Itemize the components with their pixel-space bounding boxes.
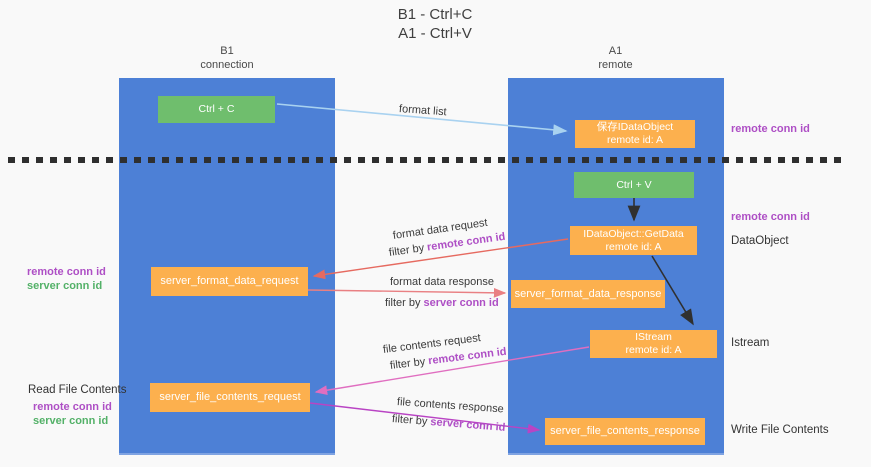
side-label-read-file-contents: Read File Contents: [28, 384, 127, 396]
title-line-2: A1 - Ctrl+V: [398, 25, 472, 42]
node-server-format-data-request: server_format_data_request: [151, 267, 308, 296]
edge-label-filter-server-2: filter by server conn id: [392, 413, 506, 434]
node-server-file-contents-response: server_file_contents_response: [545, 418, 705, 445]
filter-by-prefix: filter by: [388, 241, 428, 259]
column-b1-name: B1: [220, 45, 234, 57]
node-idataobject-getdata: IDataObject::GetData remote id: A: [570, 226, 697, 255]
filter-server-conn-id: server conn id: [429, 416, 506, 434]
node-server-format-data-response-label: server_format_data_response: [514, 287, 662, 300]
filter-server-conn-id: server conn id: [423, 297, 499, 309]
node-server-file-contents-request-label: server_file_contents_request: [159, 391, 301, 403]
side-label-remote-conn-id-top: remote conn id: [731, 123, 810, 135]
phase-divider-dashed-line: [8, 157, 846, 163]
column-header-b1: B1 connection: [119, 44, 335, 72]
node-server-file-contents-request: server_file_contents_request: [150, 383, 310, 412]
node-ctrl-c-label: Ctrl + C: [198, 103, 235, 115]
column-header-a1: A1 remote: [508, 44, 723, 72]
side-label-server-conn-id-left1: server conn id: [27, 280, 103, 292]
side-label-dataobject: DataObject: [731, 235, 789, 247]
side-label-istream: Istream: [731, 337, 770, 349]
node-getdata-line1: IDataObject::GetData: [583, 227, 684, 240]
node-ctrl-v: Ctrl + V: [574, 172, 694, 198]
edge-label-format-data-response: format data response: [390, 276, 494, 288]
node-ctrl-v-label: Ctrl + V: [616, 178, 652, 191]
column-b1-role: connection: [200, 59, 254, 71]
node-ctrl-c: Ctrl + C: [158, 96, 275, 123]
node-save-idataobject-line2: remote id: A: [606, 134, 664, 146]
node-server-format-data-request-label: server_format_data_request: [160, 275, 299, 287]
diagram-title: B1 - Ctrl+C A1 - Ctrl+V: [335, 5, 535, 43]
edge-label-filter-server-1: filter by server conn id: [385, 297, 499, 309]
node-server-format-data-response: server_format_data_response: [511, 280, 665, 308]
title-line-1: B1 - Ctrl+C: [397, 6, 473, 23]
node-istream: IStream remote id: A: [590, 330, 717, 358]
side-label-remote-conn-id-left1: remote conn id: [27, 266, 106, 278]
node-istream-line1: IStream: [635, 331, 672, 343]
side-label-write-file-contents: Write File Contents: [731, 424, 829, 436]
edge-label-file-contents-response: file contents response: [396, 396, 505, 416]
filter-by-prefix: filter by: [389, 355, 429, 372]
side-label-remote-conn-id-mid: remote conn id: [731, 211, 810, 223]
node-save-idataobject: 保存IDataObject remote id: A: [575, 120, 695, 148]
node-getdata-line2: remote id: A: [605, 240, 662, 253]
node-save-idataobject-line1: 保存IDataObject: [596, 121, 674, 133]
side-label-remote-conn-id-left2: remote conn id: [33, 401, 112, 413]
node-server-file-contents-response-label: server_file_contents_response: [550, 425, 700, 437]
filter-by-prefix: filter by: [391, 413, 431, 429]
filter-by-prefix: filter by: [385, 297, 424, 309]
arrow-format-data-response: [307, 287, 507, 298]
side-label-server-conn-id-left2: server conn id: [33, 415, 109, 427]
edge-label-format-list: format list: [398, 103, 447, 119]
column-a1-role: remote: [598, 59, 633, 71]
node-istream-line2: remote id: A: [625, 344, 682, 356]
column-a1-name: A1: [608, 45, 623, 57]
